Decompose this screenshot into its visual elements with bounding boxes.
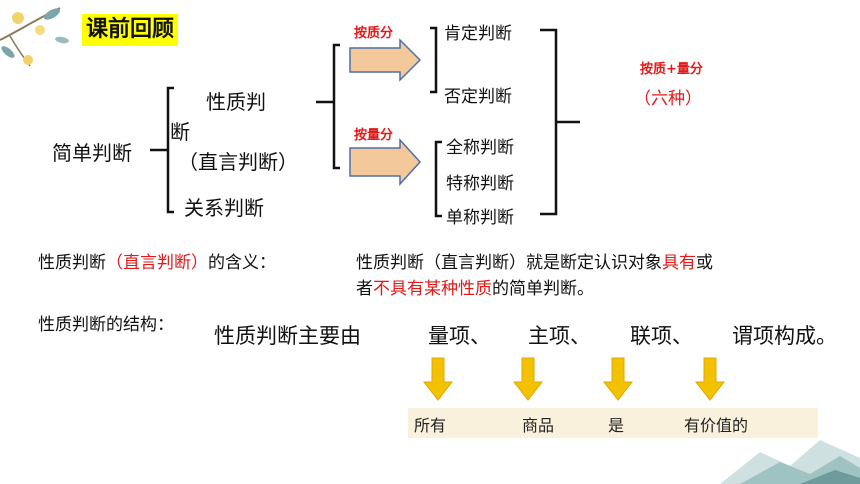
meaning-text-c: 或 — [696, 253, 713, 273]
meaning-text-d: 者 — [356, 279, 373, 299]
meaning-text-e: 不具有某种性质 — [373, 279, 492, 299]
arrow-right-icon — [349, 38, 422, 82]
universal-judgment: 全称判断 — [446, 138, 514, 158]
arrow-down-icon — [422, 357, 454, 401]
meaning-label-a: 性质判断 — [38, 253, 106, 273]
combined-classification-label: 按质+量分 — [640, 62, 703, 77]
arrow-right-icon — [349, 138, 422, 186]
arrow-down-icon — [602, 357, 634, 401]
structure-term-subject: 主项、 — [528, 324, 591, 348]
example-copula: 是 — [608, 416, 625, 435]
tree-connectors — [150, 26, 580, 218]
arrow-down-icon — [694, 357, 726, 401]
example-quantifier: 所有 — [414, 416, 447, 435]
meaning-label-b: （直言判断） — [106, 253, 208, 273]
example-subject: 商品 — [522, 416, 555, 435]
meaning-label: 性质判断（直言判断）的含义： — [38, 248, 276, 273]
slide-title: 课前回顾 — [82, 14, 179, 46]
meaning-text-line1: 性质判断（直言判断）就是断定认识对象具有或 — [356, 248, 713, 273]
six-kinds-label: （六种） — [634, 89, 702, 109]
nature-judgment-line2: 断 — [170, 120, 190, 144]
root-simple-judgment: 简单判断 — [52, 141, 132, 165]
structure-term-quantifier: 量项、 — [428, 324, 491, 348]
nature-judgment-line3: （直言判断） — [178, 150, 298, 174]
example-predicate: 有价值的 — [684, 416, 749, 435]
meaning-text-line2: 者不具有某种性质的简单判断。 — [356, 274, 594, 299]
meaning-label-c: 的含义： — [208, 253, 276, 273]
blossom-branch-icon — [0, 7, 69, 67]
structure-sentence: 性质判断主要由 — [214, 324, 361, 348]
meaning-text-f: 的简单判断。 — [492, 279, 594, 299]
negative-judgment: 否定判断 — [444, 87, 512, 107]
mountain-landscape-icon — [720, 440, 860, 484]
relation-judgment: 关系判断 — [184, 196, 264, 220]
affirmative-judgment: 肯定判断 — [444, 24, 512, 44]
nature-judgment-line1: 性质判 — [206, 90, 266, 114]
singular-judgment: 单称判断 — [446, 208, 514, 228]
particular-judgment: 特称判断 — [446, 174, 514, 194]
by-quantity-label: 按量分 — [354, 128, 394, 143]
structure-term-predicate: 谓项构成。 — [732, 324, 837, 348]
meaning-text-b: 具有 — [662, 253, 696, 273]
by-quality-label: 按质分 — [354, 26, 394, 41]
structure-term-copula: 联项、 — [630, 324, 693, 348]
arrow-down-icon — [512, 357, 544, 401]
meaning-text-a: 性质判断（直言判断）就是断定认识对象 — [356, 253, 662, 273]
structure-label: 性质判断的结构： — [38, 315, 174, 335]
example-sentence-band: 所有 商品 是 有价值的 — [408, 408, 818, 438]
